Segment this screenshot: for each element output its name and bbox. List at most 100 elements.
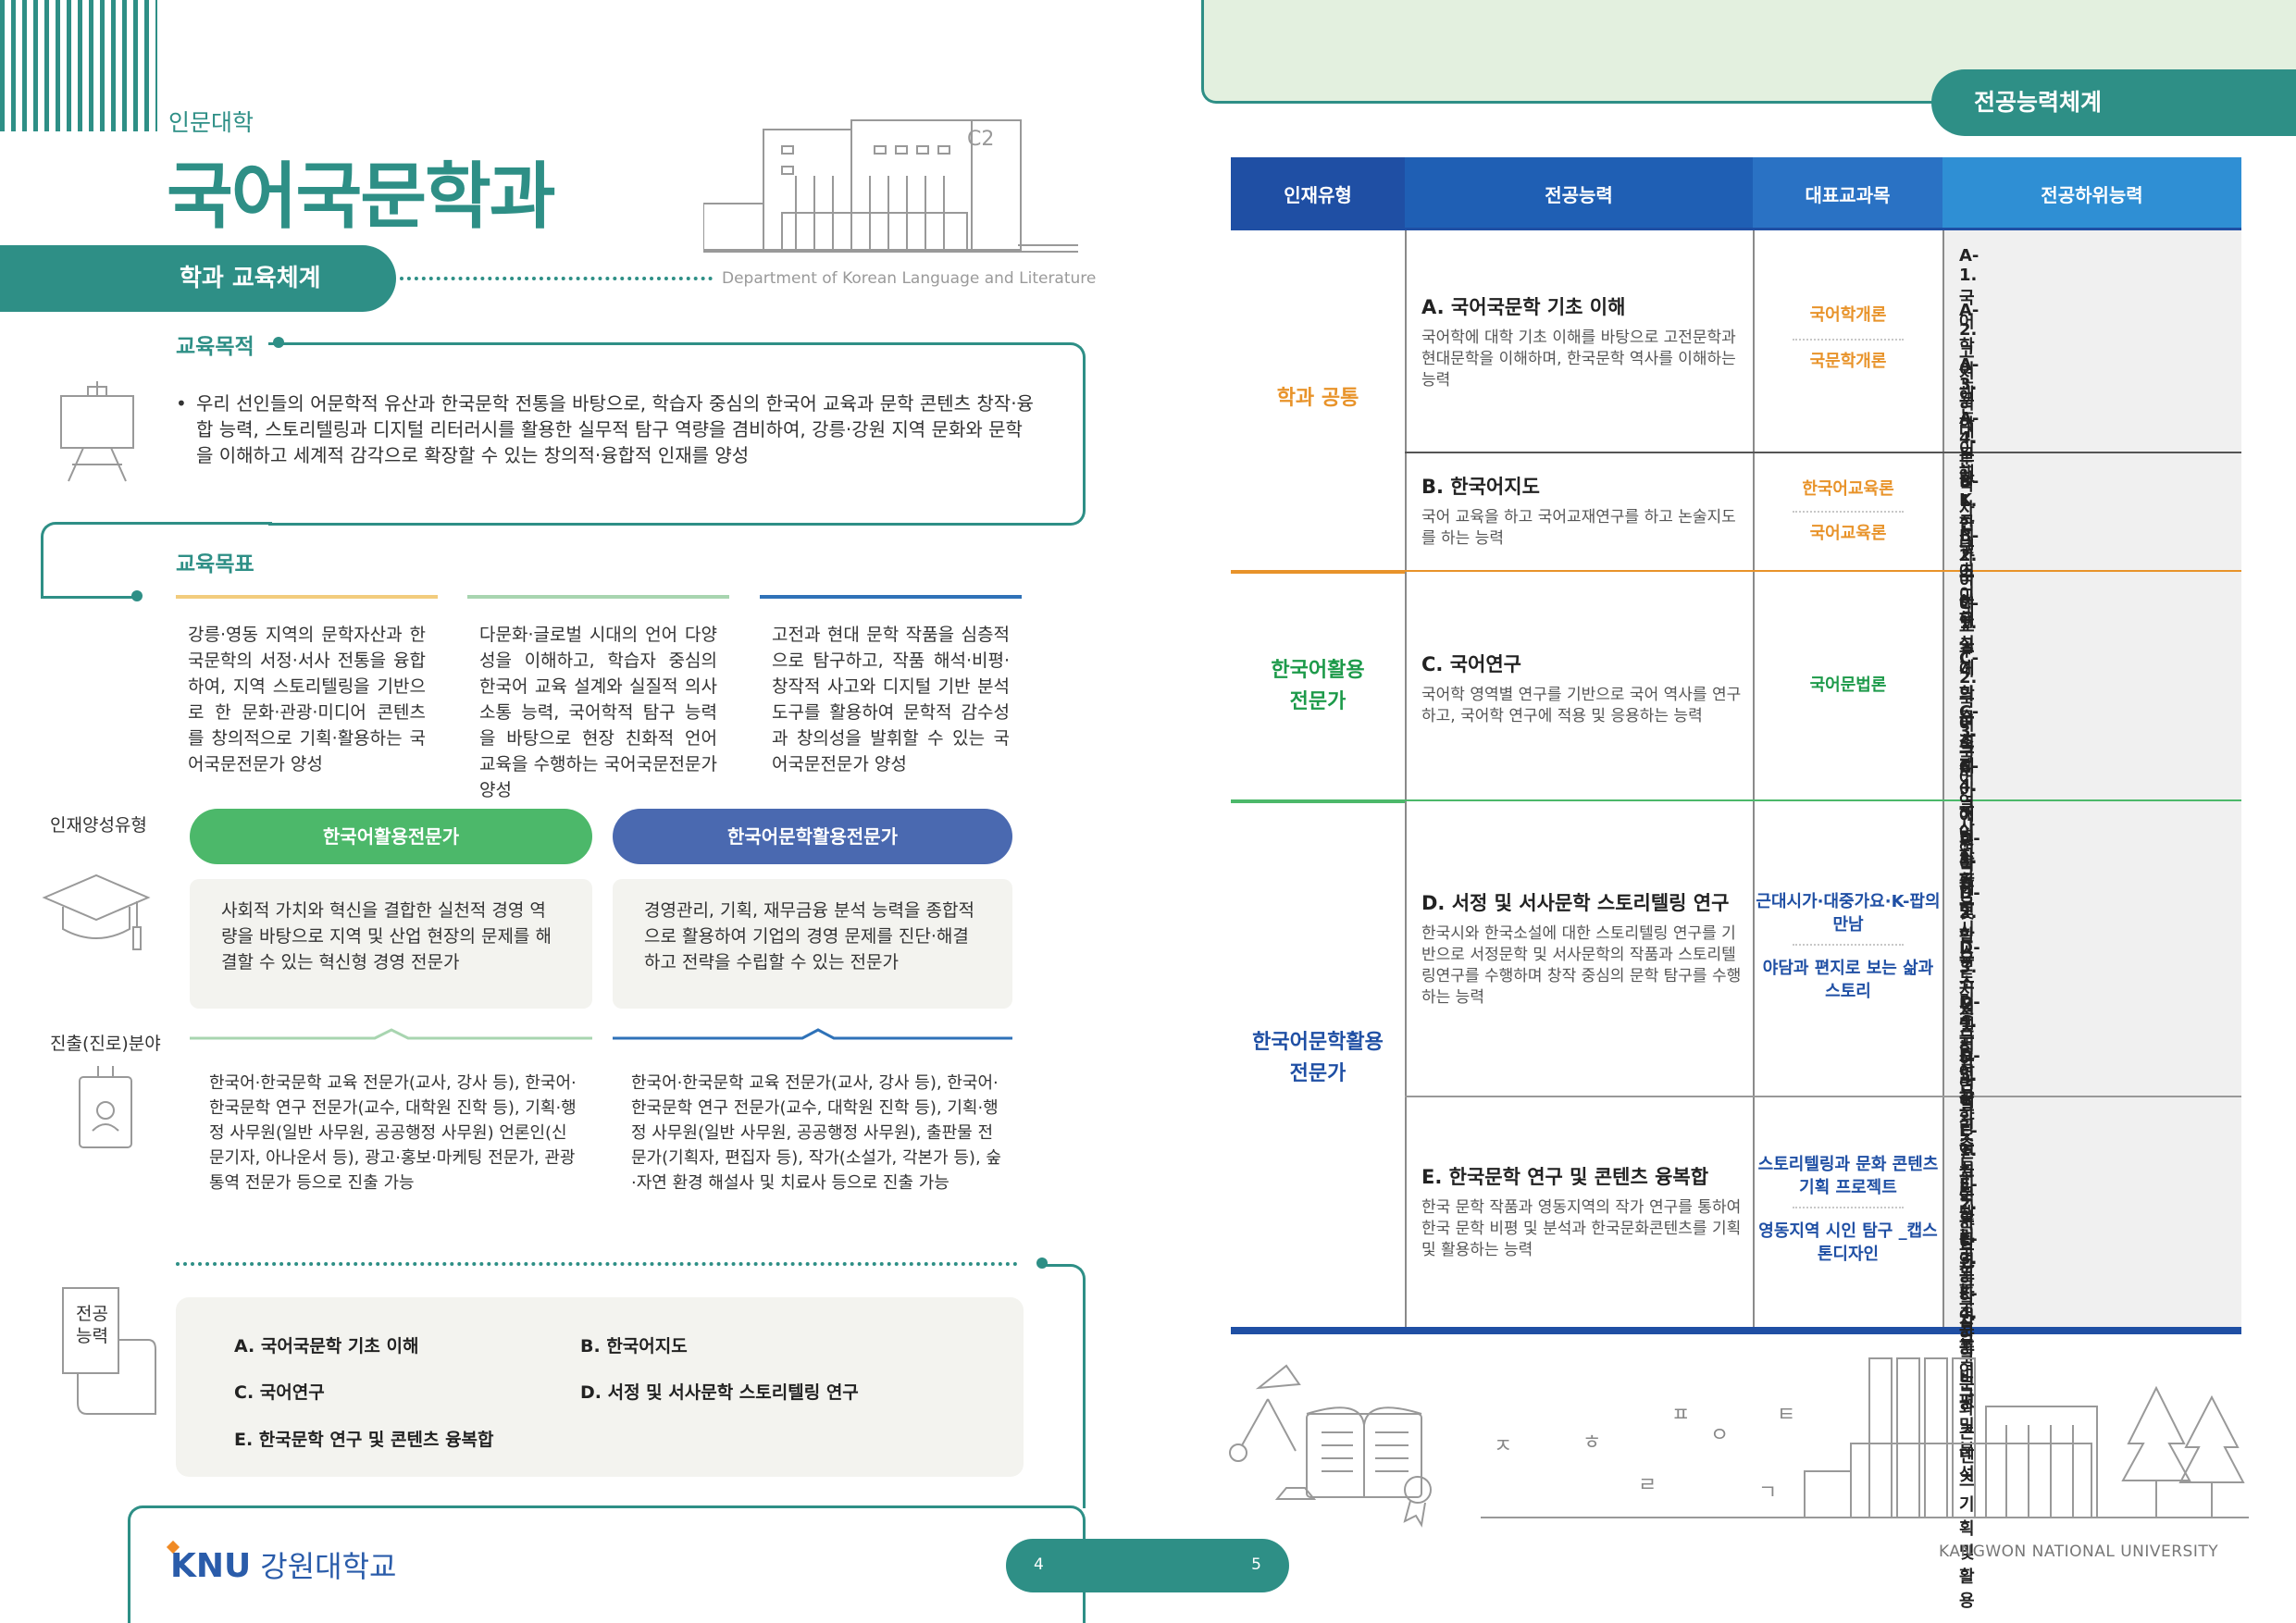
page-title: 국어국문학과: [167, 155, 556, 239]
open-book-icon: [1306, 1406, 1432, 1528]
sub-ability: B-1. 한국어교육 설계: [1959, 472, 1980, 678]
desk-lamp-icon: [1229, 1364, 1317, 1500]
course-item: 영동지역 시인 탐구 _캡스톤디자인: [1758, 1221, 1938, 1264]
course-item: 근대시가·대중가요·K-팝의 만남: [1756, 892, 1941, 935]
deco-letter: ㅌ: [1777, 1404, 1795, 1427]
capability-item: B. 한국어지도: [580, 1336, 688, 1357]
career-arrow-line: [190, 1028, 592, 1040]
sub-ability: D-5. 창작 중심 문학 탐구: [1959, 1047, 1980, 1277]
sub-ability: A-4. 문학사 서사 이해: [1959, 409, 1980, 615]
course-item: 한국어교육론: [1802, 479, 1894, 499]
purpose-frame: [268, 342, 1086, 526]
talent-desc: 사회적 가치와 혁신을 결합한 실천적 경영 역량을 바탕으로 지역 및 산업 …: [190, 879, 592, 1009]
deco-letter: ㅎ: [1582, 1431, 1601, 1455]
logo-en: KNU: [170, 1547, 252, 1585]
course-item: 국어문법론: [1809, 675, 1887, 695]
goal-bar: [760, 595, 1022, 599]
sub-ability: D-3. 서정문학 연구: [1959, 938, 1980, 1121]
header-cell: 대표교과목: [1753, 157, 1942, 228]
connector-line: [41, 522, 272, 598]
pine-tree-icon: [2121, 1385, 2245, 1518]
capability-item: E. 한국문학 연구 및 콘텐츠 융복합: [234, 1430, 494, 1450]
marker-dot: [273, 337, 284, 348]
purpose-text: 우리 선인들의 어문학적 유산과 한국문학 전통을 바탕으로, 학습자 중심의 …: [176, 390, 1036, 468]
career-label: 진출(진로)분야: [50, 1034, 161, 1054]
dotted-divider: [176, 1262, 1018, 1266]
english-dept-name: Department of Korean Language and Litera…: [722, 269, 1097, 288]
sub-ability: E-3. 한국문학 비평 및 분석: [1959, 1230, 1978, 1484]
course-item: 국어학개론: [1809, 305, 1887, 325]
talent-desc: 경영관리, 기획, 재무금융 분석 능력을 종합적으로 활용하여 기업의 경영 …: [613, 879, 1012, 1009]
course-item: 국어교육론: [1809, 524, 1887, 543]
stripe-decoration: [0, 0, 157, 131]
sub-ability: E-2. 한국문학 작품연구: [1959, 1175, 1978, 1406]
deco-letter: ㅍ: [1671, 1404, 1690, 1427]
capability-box: [176, 1297, 1024, 1477]
sub-ability: C-2. 국어 의미·어휘 이해 및 활용: [1959, 649, 1980, 971]
sub-ability: C-4. 국어학 응용: [1959, 757, 1980, 915]
goal-bar: [467, 595, 729, 599]
sub-ability: A-1. 국어학 이해: [1959, 246, 1980, 404]
deco-letter: ㄹ: [1638, 1474, 1657, 1497]
type-common: 학과 공통: [1276, 387, 1359, 410]
goal-bar: [176, 595, 438, 599]
career-text: 한국어·한국문학 교육 전문가(교사, 강사 등), 한국어·한국문학 연구 전…: [631, 1073, 1001, 1193]
section-pill: 학과 교육체계: [0, 245, 396, 312]
purpose-title: 교육목적: [176, 335, 254, 359]
goal-item: 강릉·영동 지역의 문학자산과 한국문학의 서정·서사 전통을 융합하여, 지역…: [188, 625, 426, 774]
goal-item: 다문화·글로벌 시대의 언어 다양성을 이해하고, 학습자 중심의 한국어 교육…: [479, 625, 717, 800]
section-pill: 전공능력체계: [1931, 69, 2296, 136]
header-cell: 전공능력: [1405, 157, 1753, 228]
id-badge-icon: [79, 1066, 132, 1148]
capability-label-line2: 능력: [76, 1326, 108, 1346]
ability-cell-b: B. 한국어지도 국어 교육을 하고 국어교재연구를 하고 논술지도를 하는 능…: [1421, 476, 1736, 548]
scroll-icon: 전공 능력: [62, 1287, 156, 1415]
sub-ability: A-2. 고전문학 이해: [1959, 301, 1980, 483]
building-icon: C2: [703, 119, 1078, 253]
capability-item: C. 국어연구: [234, 1382, 325, 1403]
page-number-pill: 4 5: [1006, 1539, 1289, 1592]
deco-letter: ㄱ: [1758, 1481, 1777, 1505]
capability-frame: [1046, 1264, 1086, 1508]
course-item: 야담과 편지로 보는 삶과 스토리: [1762, 959, 1934, 1001]
sub-ability: D-4. 서사문학 스토리텔링 연구: [1959, 993, 1980, 1295]
building-label: C2: [967, 128, 994, 151]
header-cell: 인재유형: [1231, 157, 1405, 228]
marker-dot: [1036, 1258, 1048, 1269]
logo-kr: 강원대학교: [260, 1549, 397, 1584]
course-item: 국문학개론: [1809, 352, 1887, 371]
career-arrow-line: [613, 1028, 1012, 1040]
bottom-illustration: ㅈ ㅎ ㄹ ㅍ ㅇ ㅌ ㄱ: [1229, 1357, 2249, 1528]
sub-ability: D-2. 한국소설 스토리텔링 연구: [1959, 884, 1980, 1186]
talent-label: 인재양성유형: [50, 815, 147, 836]
easel-icon: [60, 381, 134, 482]
header-cell: 전공하위능력: [1942, 157, 2241, 228]
header-band: [1201, 0, 2296, 104]
deco-letter: ㅇ: [1710, 1424, 1729, 1447]
goals-title: 교육목표: [176, 552, 254, 576]
university-english-name: KANGWON NATIONAL UNIVERSITY: [1939, 1542, 2219, 1561]
course-item: 스토리텔링과 문화 콘텐츠 기획 프로젝트: [1757, 1155, 1939, 1197]
dotted-divider: [400, 277, 713, 280]
sub-ability: C-3. 국어 역사 연구: [1959, 702, 1980, 885]
ability-cell-e: E. 한국문학 연구 및 콘텐츠 융복합 한국 문학 작품과 영동지역의 작가 …: [1421, 1166, 1742, 1259]
sub-ability: E-4. 한국문화콘텐츠 기획 및 활용: [1959, 1284, 1978, 1611]
talent-pill-literature: 한국어문학활용전문가: [613, 809, 1012, 864]
sub-ability-column: [1942, 228, 2241, 1332]
deco-letter: ㅈ: [1494, 1435, 1512, 1458]
ability-cell-c: C. 국어연구 국어학 영역별 연구를 기반으로 국어 역사를 연구하고, 국어…: [1421, 653, 1742, 725]
sub-ability: E-1. 지역문학 작가연구: [1959, 1121, 1978, 1352]
goal-item: 고전과 현대 문학 작품을 심층적으로 탐구하고, 작품 해석·비평·창작적 사…: [772, 625, 1010, 774]
sub-ability: B-2. 국어 교수·학습 설계: [1959, 527, 1980, 776]
capability-item: A. 국어국문학 기초 이해: [234, 1336, 419, 1357]
page-number-left: 4: [1034, 1555, 1044, 1574]
capability-item: D. 서정 및 서사문학 스토리텔링 연구: [580, 1382, 859, 1403]
library-building-icon: [1804, 1357, 2098, 1518]
marker-dot: [131, 590, 143, 601]
sub-ability: C-1. 국어의 구조적 이해 및 활용: [1959, 594, 1980, 897]
talent-pill-korean: 한국어활용전문가: [190, 809, 592, 864]
capability-label-line1: 전공: [76, 1304, 108, 1324]
